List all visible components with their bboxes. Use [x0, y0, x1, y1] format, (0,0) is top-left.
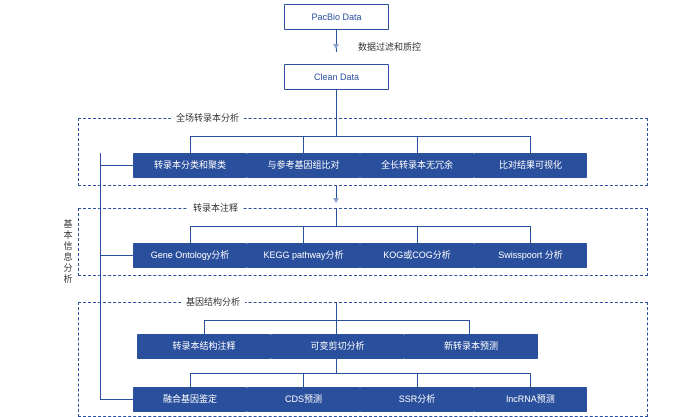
node-alignment-visualization-label: 比对结果可视化 [498, 160, 562, 171]
connector-group2-drop-1 [190, 226, 191, 243]
arrow-pacbio-to-clean-icon [333, 44, 339, 49]
node-pacbio-data: PacBio Data [284, 4, 389, 30]
connector-group1-stem [336, 118, 337, 136]
node-alternative-splicing: 可变剪切分析 [271, 334, 404, 359]
connector-clean-to-group1 [336, 90, 337, 118]
node-alternative-splicing-label: 可变剪切分析 [310, 341, 365, 352]
connector-group3-row2-drop-4 [530, 373, 531, 387]
node-transcript-classification: 转录本分类和聚类 [133, 153, 247, 178]
step-note-qc: 数据过滤和质控 [358, 42, 422, 52]
connector-group1-to-group2 [336, 186, 337, 202]
connector-left-spine-to-group1 [100, 165, 133, 166]
node-alignment-visualization: 比对结果可视化 [474, 153, 587, 178]
node-go-analysis-label: Gene Ontology分析 [150, 250, 230, 261]
connector-group1-bus [190, 136, 531, 137]
node-genome-alignment: 与参考基因组比对 [247, 153, 360, 178]
connector-pacbio-to-clean [336, 30, 337, 52]
node-kog-cog-analysis: KOG或COG分析 [360, 243, 474, 268]
connector-group1-drop-1 [190, 136, 191, 153]
connector-group1-drop-4 [530, 136, 531, 153]
node-kog-cog-analysis-label: KOG或COG分析 [383, 250, 451, 261]
node-swissprot-analysis-label: Swisspoort 分析 [498, 250, 563, 261]
node-lncrna-prediction: lncRNA预测 [474, 387, 587, 412]
connector-group3-drop-1 [204, 320, 205, 334]
connector-group1-drop-3 [417, 136, 418, 153]
node-ssr-analysis: SSR分析 [360, 387, 474, 412]
node-swissprot-analysis: Swisspoort 分析 [474, 243, 587, 268]
connector-group2-bus [190, 226, 531, 227]
node-fusion-gene-identification-label: 融合基因鉴定 [162, 394, 217, 405]
node-clean-data: Clean Data [284, 64, 389, 90]
node-go-analysis: Gene Ontology分析 [133, 243, 247, 268]
node-transcript-structure-annotation: 转录本结构注释 [137, 334, 271, 359]
connector-group2-stem [336, 208, 337, 226]
arrow-group1-to-group2-icon [333, 198, 339, 203]
node-genome-alignment-label: 与参考基因组比对 [267, 160, 340, 171]
connector-group2-drop-3 [417, 226, 418, 243]
connector-group3-drop-3 [469, 320, 470, 334]
connector-left-spine-to-group3 [100, 399, 133, 400]
node-novel-transcript-prediction-label: 新转录本预测 [443, 341, 498, 352]
node-transcript-structure-annotation-label: 转录本结构注释 [172, 341, 236, 352]
connector-group3-row2-drop-2 [303, 373, 304, 387]
connector-group3-row2-stem [336, 359, 337, 373]
connector-group3-row2-drop-3 [417, 373, 418, 387]
node-transcript-classification-label: 转录本分类和聚类 [153, 160, 226, 171]
connector-left-spine-to-group2 [100, 255, 133, 256]
node-cds-prediction-label: CDS预测 [284, 394, 322, 405]
node-kegg-analysis-label: KEGG pathway分析 [263, 250, 344, 261]
node-kegg-analysis: KEGG pathway分析 [247, 243, 360, 268]
connector-group3-row2-drop-1 [190, 373, 191, 387]
group-title-annotation: 转录本注释 [188, 203, 244, 214]
group-title-structure: 基因结构分析 [181, 297, 246, 308]
node-ssr-analysis-label: SSR分析 [398, 394, 436, 405]
node-cds-prediction: CDS预测 [247, 387, 360, 412]
node-lncrna-prediction-label: lncRNA预测 [506, 394, 555, 405]
connector-left-spine [100, 153, 101, 400]
node-nonredundant-transcripts: 全长转录本无冗余 [360, 153, 474, 178]
connector-group2-drop-4 [530, 226, 531, 243]
node-fusion-gene-identification: 融合基因鉴定 [133, 387, 247, 412]
node-clean-data-label: Clean Data [313, 71, 360, 82]
group-frame-full-length [78, 118, 648, 186]
group-title-full-length: 全场转录本分析 [171, 113, 245, 124]
node-nonredundant-transcripts-label: 全长转录本无冗余 [380, 160, 453, 171]
connector-group3-drop-2 [336, 320, 337, 334]
node-novel-transcript-prediction: 新转录本预测 [404, 334, 538, 359]
connector-group2-drop-2 [303, 226, 304, 243]
side-label-basic-info: 基本信息分析 [63, 219, 73, 284]
connector-group3-bus-1 [336, 302, 337, 320]
connector-group1-drop-2 [303, 136, 304, 153]
node-pacbio-data-label: PacBio Data [311, 11, 362, 22]
group-frame-annotation [78, 208, 648, 276]
connector-group3-row2-bus [190, 373, 531, 374]
